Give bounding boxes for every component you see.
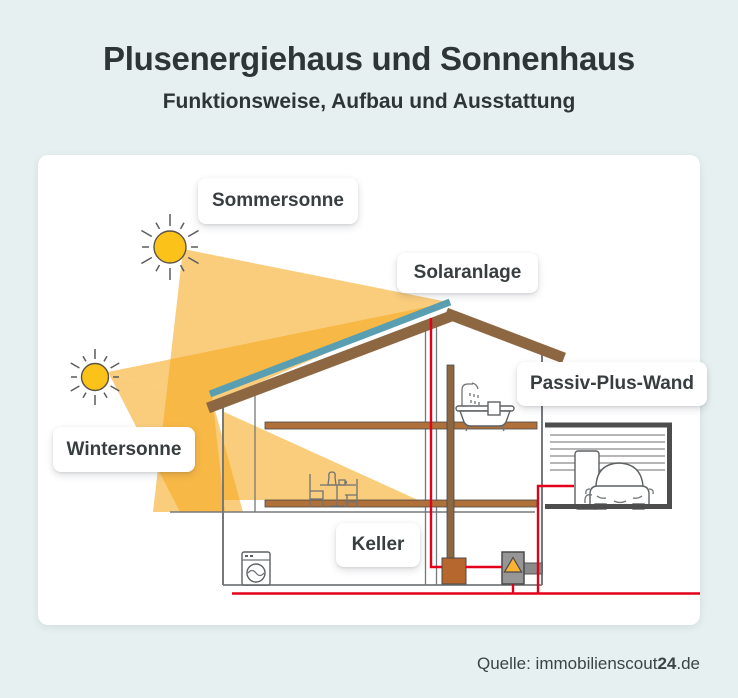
label-sommersonne: Sommersonne (198, 178, 358, 224)
header: Plusenergiehaus und Sonnenhaus Funktions… (0, 40, 738, 114)
roof-left-slope (206, 309, 456, 414)
car-body (589, 485, 650, 508)
ground-floor-beam (264, 499, 538, 508)
bathtub-rim (455, 405, 515, 412)
device-stub (523, 562, 543, 575)
roof-right-slope (444, 307, 566, 364)
bath-box-icon (487, 401, 501, 416)
car-mirrors (585, 488, 654, 495)
diagram-card: Sommersonne Solaranlage Passiv-Plus-Wand… (38, 155, 707, 625)
garage (545, 422, 672, 510)
charger-supply-line (536, 484, 574, 593)
car-lights (596, 495, 643, 504)
winter-sunbeam-roof (108, 305, 436, 403)
shower-drops-icon (469, 393, 480, 405)
chair-left-icon (309, 474, 324, 507)
house-diagram (70, 214, 700, 595)
source-tld: .de (676, 654, 700, 673)
solar-panel-strip (208, 298, 452, 398)
washer-knob (245, 555, 248, 557)
solar-pipe-red (429, 318, 442, 569)
summer-sun-icon (141, 214, 199, 280)
summer-sunbeam (153, 249, 448, 512)
washing-machine-icon (241, 551, 271, 586)
bathtub-icon (459, 410, 511, 427)
page-title: Plusenergiehaus und Sonnenhaus (103, 40, 635, 77)
label-keller: Keller (336, 523, 420, 567)
heat-storage-icon (441, 557, 467, 585)
winter-sun-icon (70, 349, 120, 405)
shower-head-icon (471, 382, 479, 390)
shower-pipe-icon (461, 383, 473, 406)
washer-wave (247, 569, 265, 577)
sun-rays (141, 214, 199, 280)
charging-cable-icon (584, 494, 593, 504)
dining-set-icon (309, 471, 358, 507)
winter-sunbeam-interior (222, 411, 418, 500)
bathroom-icon (455, 382, 515, 432)
warning-triangle-icon (503, 556, 523, 573)
table-icon (320, 484, 356, 507)
chair-right-icon (345, 479, 358, 507)
upper-floor-beam (264, 421, 538, 430)
sun-rays (70, 349, 120, 405)
vase-icon (327, 471, 337, 486)
cup-icon (338, 479, 348, 486)
label-passiv-plus-wand: Passiv-Plus-Wand (517, 362, 707, 406)
source-credit: Quelle: immobilienscout24.de (477, 654, 700, 674)
bathtub-feet (465, 425, 505, 432)
source-text: Quelle: immobilienscout (476, 654, 658, 673)
support-post (446, 364, 455, 564)
source-bold: 24 (657, 654, 677, 673)
page-subtitle: Funktionsweise, Aufbau und Ausstattung (162, 90, 576, 113)
label-solaranlage: Solaranlage (397, 253, 538, 293)
washer-knob2 (250, 555, 253, 557)
car-roof (595, 462, 644, 487)
label-wintersonne: Wintersonne (53, 427, 195, 472)
